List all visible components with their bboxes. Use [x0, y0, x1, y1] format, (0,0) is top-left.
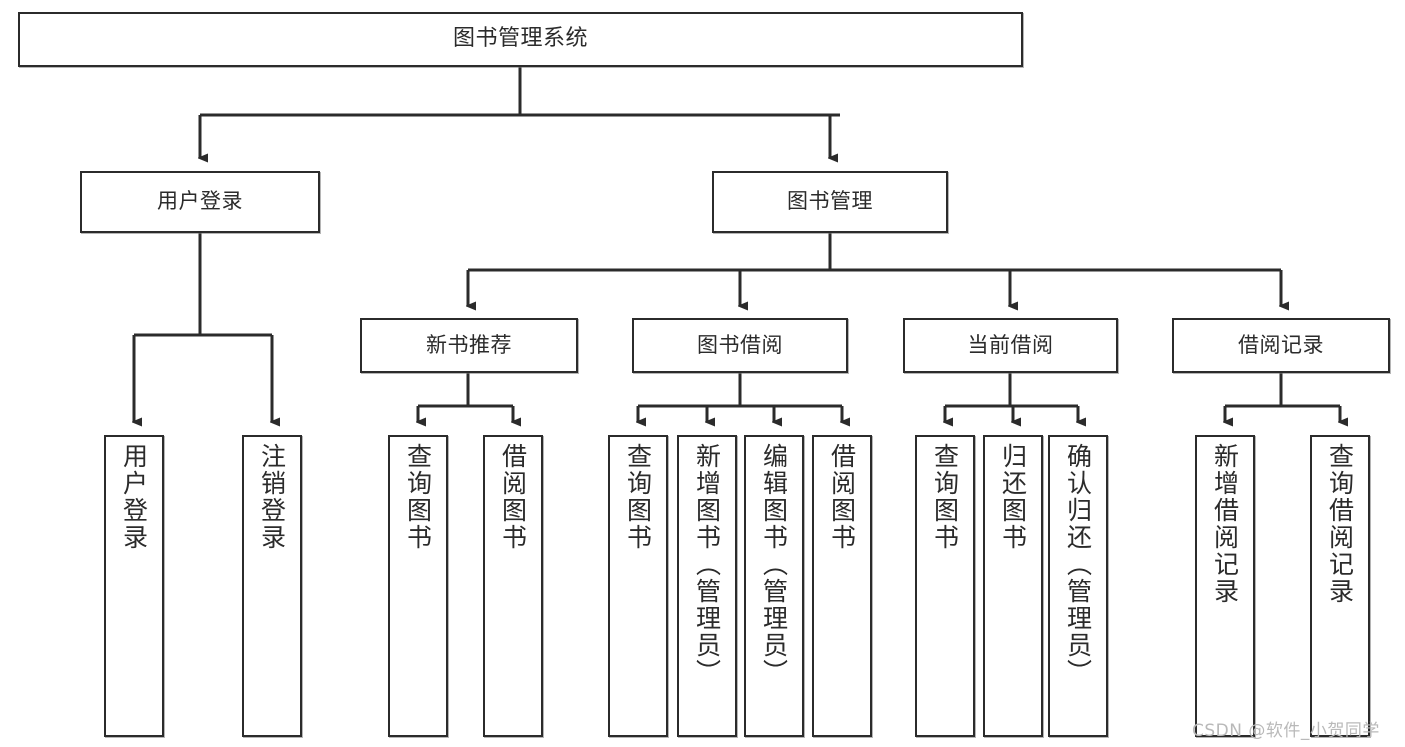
node-label: 确认归还（管理员） [1063, 443, 1093, 686]
node-label: 注销登录 [257, 443, 287, 551]
node-label: 借阅图书 [498, 443, 528, 551]
leaf-query-book-borrow[interactable]: 查询图书 [608, 435, 668, 737]
node-label: 图书管理 [787, 189, 873, 214]
node-label: 用户登录 [157, 189, 243, 214]
node-label: 新书推荐 [426, 332, 512, 357]
leaf-logout[interactable]: 注销登录 [242, 435, 302, 737]
leaf-query-book-recommend[interactable]: 查询图书 [388, 435, 448, 737]
node-label: 借阅图书 [827, 443, 857, 551]
node-label: 查询图书 [403, 443, 433, 551]
node-label: 查询借阅记录 [1325, 443, 1355, 605]
node-label: 当前借阅 [967, 332, 1054, 357]
leaf-add-book-admin[interactable]: 新增图书（管理员） [677, 435, 737, 737]
leaf-confirm-return-admin[interactable]: 确认归还（管理员） [1048, 435, 1108, 737]
leaf-add-borrow-record[interactable]: 新增借阅记录 [1195, 435, 1255, 737]
node-new-book-recommend[interactable]: 新书推荐 [360, 318, 578, 373]
node-label: 编辑图书（管理员） [759, 443, 789, 686]
node-label: 归还图书 [998, 443, 1028, 551]
leaf-user-login[interactable]: 用户登录 [104, 435, 164, 737]
node-label: 借阅记录 [1238, 332, 1324, 357]
leaf-return-book[interactable]: 归还图书 [983, 435, 1043, 737]
leaf-edit-book-admin[interactable]: 编辑图书（管理员） [744, 435, 804, 737]
node-label: 图书管理系统 [452, 26, 588, 52]
leaf-borrow-book-recommend[interactable]: 借阅图书 [483, 435, 543, 737]
node-label: 新增图书（管理员） [692, 443, 722, 686]
leaf-query-borrow-record[interactable]: 查询借阅记录 [1310, 435, 1370, 737]
node-borrow-record[interactable]: 借阅记录 [1172, 318, 1390, 373]
node-label: 图书借阅 [697, 332, 783, 357]
leaf-query-book-current[interactable]: 查询图书 [915, 435, 975, 737]
leaf-borrow-book[interactable]: 借阅图书 [812, 435, 872, 737]
watermark-label: CSDN @软件_小贺同学 [1192, 721, 1380, 741]
node-current-borrow[interactable]: 当前借阅 [903, 318, 1118, 373]
node-user-login[interactable]: 用户登录 [80, 171, 320, 233]
node-book-management[interactable]: 图书管理 [712, 171, 948, 233]
node-label: 用户登录 [119, 443, 149, 551]
node-label: 查询图书 [930, 443, 960, 551]
node-label: 新增借阅记录 [1210, 443, 1240, 605]
node-label: 查询图书 [623, 443, 653, 551]
node-book-borrow[interactable]: 图书借阅 [632, 318, 848, 373]
node-root-system[interactable]: 图书管理系统 [18, 12, 1023, 67]
